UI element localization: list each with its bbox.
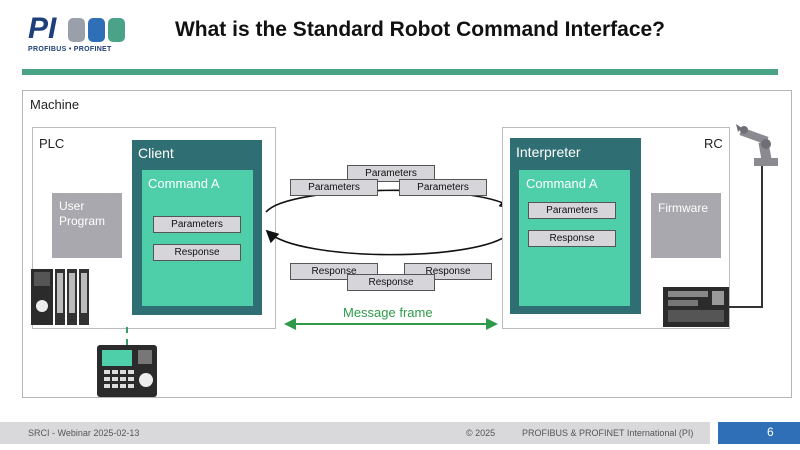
- hmi-panel-icon: [97, 345, 157, 397]
- logo-square-grey-icon: [68, 18, 85, 42]
- message-flow-arrows: [265, 189, 513, 256]
- response-right-field: Response: [528, 230, 616, 247]
- footer-copyright: © 2025: [466, 428, 496, 438]
- client-label: Client: [138, 145, 174, 161]
- robot-connector-line-horizontal: [728, 306, 763, 308]
- robot-connector-line: [761, 166, 763, 307]
- message-frame-label: Message frame: [343, 305, 433, 320]
- msg-parameters-top: Parameters: [347, 165, 435, 182]
- user-program-label-2: Program: [59, 214, 106, 228]
- parameters-left-field: Parameters: [153, 216, 241, 233]
- robot-controller-icon: [663, 287, 729, 327]
- user-program-block: User Program: [52, 193, 122, 258]
- user-program-label-1: User: [59, 199, 85, 213]
- machine-label: Machine: [30, 97, 80, 112]
- message-frame-arrow: [284, 318, 498, 330]
- logo-mark: PI: [28, 12, 57, 45]
- robot-arm-icon: [736, 124, 778, 166]
- response-left-field: Response: [153, 244, 241, 261]
- command-a-left-block: [142, 170, 253, 306]
- title-underline: [22, 69, 778, 75]
- command-a-right-label: Command A: [526, 176, 598, 191]
- firmware-label: Firmware: [658, 201, 708, 215]
- logo-square-blue-icon: [88, 18, 105, 42]
- footer-bar: [0, 422, 710, 444]
- hmi-link-dashed: [126, 327, 128, 345]
- footer-org: PROFIBUS & PROFINET International (PI): [522, 428, 694, 438]
- msg-parameters-right: Parameters: [399, 179, 487, 196]
- parameters-right-field: Parameters: [528, 202, 616, 219]
- page-number-box: 6: [718, 422, 800, 444]
- logo-square-green-icon: [108, 18, 125, 42]
- page-title: What is the Standard Robot Command Inter…: [174, 18, 666, 41]
- logo-subtitle: PROFIBUS • PROFINET: [28, 46, 112, 53]
- page-number: 6: [767, 425, 774, 439]
- msg-response-bottom: Response: [347, 274, 435, 291]
- command-a-left-label: Command A: [148, 176, 220, 191]
- plc-label: PLC: [39, 136, 65, 151]
- firmware-block: Firmware: [651, 193, 721, 258]
- msg-parameters-left: Parameters: [290, 179, 378, 196]
- plc-hardware-icon: [31, 269, 89, 325]
- rc-label: RC: [704, 136, 723, 151]
- logo: PI PROFIBUS • PROFINET: [26, 12, 126, 58]
- interpreter-label: Interpreter: [516, 144, 581, 160]
- footer-left-text: SRCI - Webinar 2025-02-13: [28, 428, 140, 438]
